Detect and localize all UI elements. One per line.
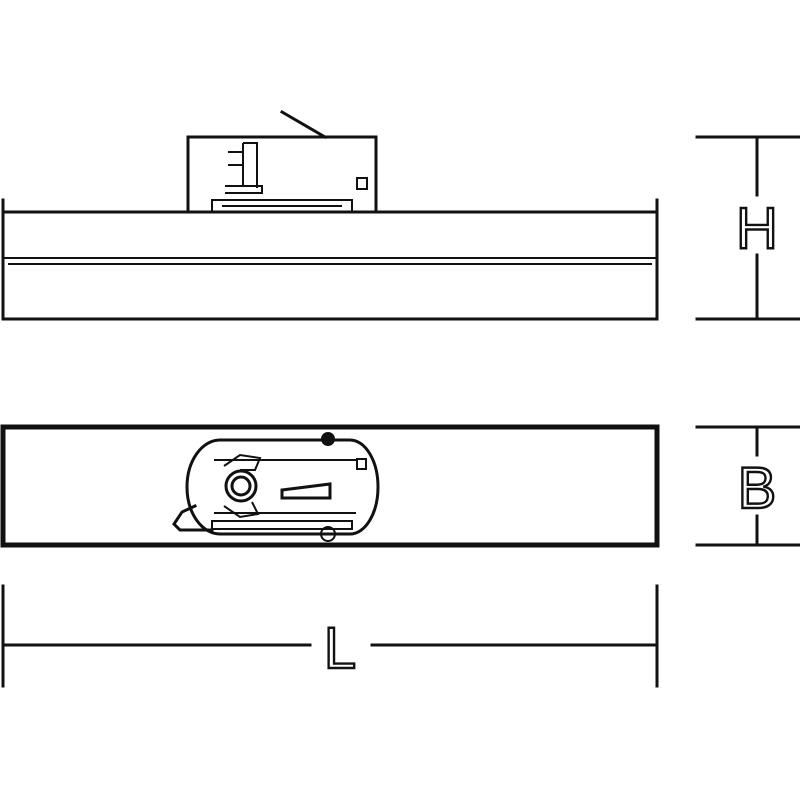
top-view-body: [0, 424, 660, 548]
adapter-lever: [279, 109, 328, 140]
adapter-screw-top: [321, 432, 335, 446]
side-view-body: [1, 210, 659, 321]
adapter-contact-plate: [211, 520, 353, 530]
length-label: L: [324, 616, 356, 681]
adapter-indicator: [356, 177, 368, 190]
dimension-width: B: [695, 425, 800, 547]
dimension-length: L: [1, 584, 659, 688]
side-view-adapter: [186, 109, 378, 214]
dimension-height: H: [695, 135, 800, 321]
adapter-knob-inner: [230, 475, 252, 497]
adapter-latch: [356, 458, 367, 470]
top-view: [0, 424, 660, 548]
height-label: H: [736, 196, 778, 261]
adapter-knob-wing: [223, 453, 262, 519]
adapter-screw-bottom: [320, 526, 336, 542]
width-label: B: [738, 456, 777, 521]
adapter-clamp-tab: [172, 504, 214, 532]
top-view-adapter: [172, 432, 380, 542]
adapter-switch: [280, 482, 332, 500]
adapter-contact-comb: [225, 142, 263, 194]
adapter-outline: [185, 438, 380, 536]
side-view: [1, 109, 659, 321]
adapter-base-plate: [211, 199, 353, 213]
